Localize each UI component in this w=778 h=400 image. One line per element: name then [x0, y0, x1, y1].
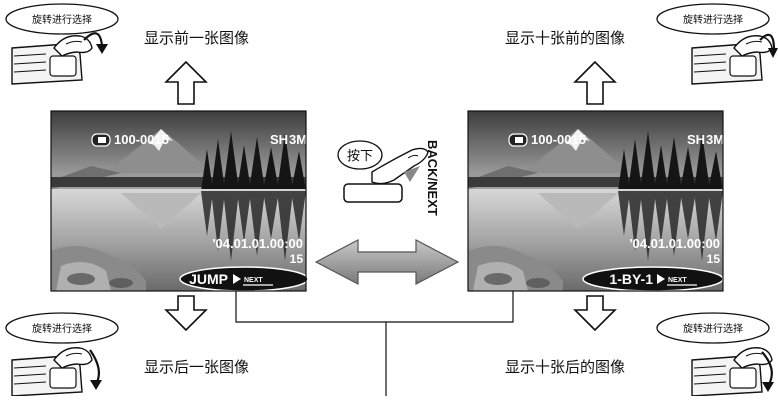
left-quality: SH — [270, 132, 288, 147]
camera-hand-icon — [691, 347, 773, 397]
pointer-icon — [657, 274, 665, 284]
speech-bubble — [656, 3, 770, 35]
left-datetime: '04.01.01.00:00 — [212, 236, 303, 251]
connector-line — [235, 291, 387, 396]
speech-bubble — [5, 312, 119, 344]
left-file-number: 100-0015 — [114, 132, 169, 147]
camera-hand-icon — [11, 347, 93, 397]
double-arrow-icon — [314, 239, 460, 285]
back-next-label: BACK/NEXT — [425, 140, 440, 216]
right-top-dial-label: 旋转进行选择 — [683, 13, 743, 26]
left-top-dial-illustration: 旋转进行选择 — [5, 3, 119, 85]
right-next-label: NEXT — [668, 277, 687, 284]
rotate-arrow-icon — [83, 32, 104, 47]
connector-line — [386, 281, 514, 323]
finger-icon — [371, 147, 429, 185]
right-bottom-caption: 显示十张后的图像 — [505, 358, 626, 376]
right-quality: SH — [687, 132, 705, 147]
press-bubble — [337, 140, 383, 170]
left-bottom-dial-illustration: 旋转进行选择 — [5, 312, 119, 397]
up-arrow-icon — [573, 60, 617, 105]
camera-hand-icon — [691, 35, 773, 85]
right-frame-count: 15 — [707, 252, 721, 266]
left-mode-label: JUMP — [189, 271, 228, 287]
back-next-button — [343, 183, 403, 203]
up-arrow-icon — [164, 60, 208, 105]
left-next-label: NEXT — [244, 277, 263, 284]
left-bottom-dial-label: 旋转进行选择 — [32, 322, 92, 335]
right-size: 3M — [706, 132, 724, 147]
rotate-arrow-icon — [759, 33, 776, 51]
left-lcd-screen: 100-0015 SH 3M '04.01.01.00:00 15 JUMP N… — [51, 111, 309, 292]
left-bottom-caption: 显示后一张图像 — [144, 358, 250, 376]
left-frame-count: 15 — [290, 252, 304, 266]
rotate-arrow-icon — [89, 349, 101, 385]
right-bottom-dial-label: 旋转进行选择 — [683, 322, 743, 335]
right-file-number: 100-0015 — [531, 132, 586, 147]
right-top-dial-illustration: 旋转进行选择 — [656, 3, 778, 85]
right-datetime: '04.01.01.00:00 — [629, 236, 720, 251]
right-mode-pill — [582, 266, 724, 292]
down-arrow-icon — [164, 295, 208, 332]
press-arrow-icon — [404, 166, 420, 182]
speech-bubble — [5, 3, 119, 35]
right-mode-label: 1-BY-1 — [609, 271, 653, 287]
camera-hand-icon — [11, 35, 93, 85]
press-label: 按下 — [347, 149, 373, 164]
left-top-dial-label: 旋转进行选择 — [32, 13, 92, 26]
right-bottom-dial-illustration: 旋转进行选择 — [656, 312, 774, 397]
right-top-caption: 显示十张前的图像 — [505, 29, 626, 47]
speech-bubble — [656, 312, 770, 344]
pointer-icon — [233, 274, 241, 284]
left-top-caption: 显示前一张图像 — [144, 29, 250, 47]
down-arrow-icon — [573, 295, 617, 332]
left-size: 3M — [289, 132, 307, 147]
right-lcd-screen: 100-0015 SH 3M '04.01.01.00:00 15 1-BY-1… — [468, 111, 724, 292]
